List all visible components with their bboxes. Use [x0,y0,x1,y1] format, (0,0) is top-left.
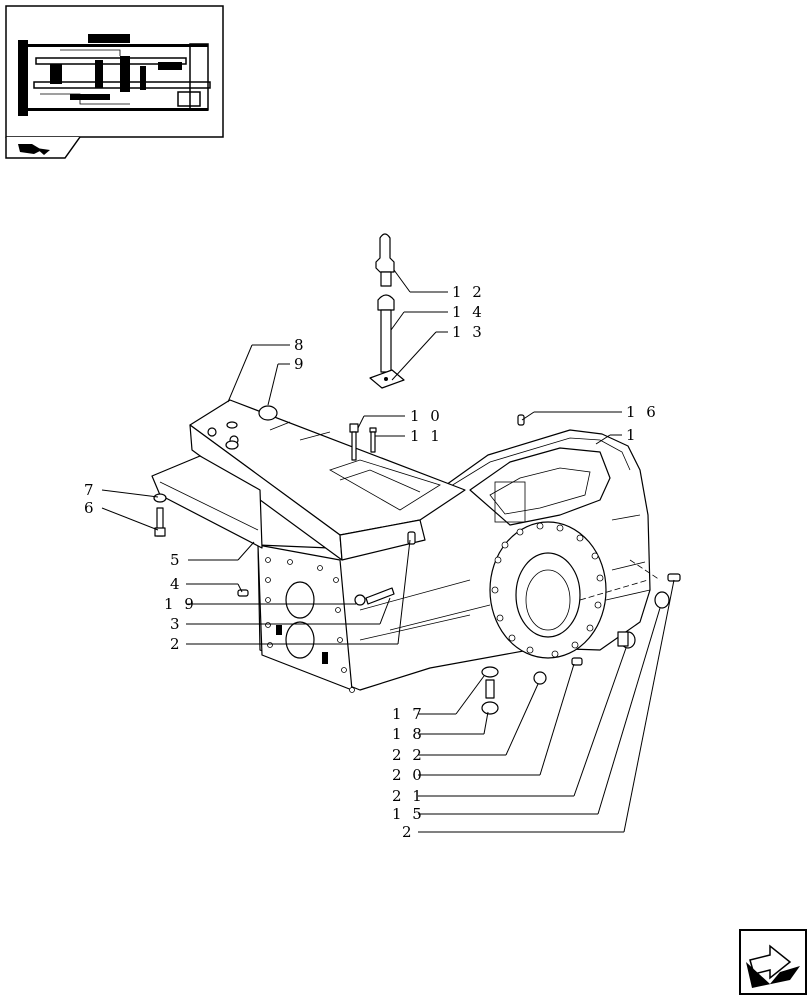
mounting-bolts [349,423,377,461]
side-bolt [354,587,395,606]
callout-19: 1 9 [164,595,197,613]
top-cover-plate [189,399,466,561]
thumbnail-frame[interactable] [5,5,224,159]
callout-18: 1 8 [392,725,425,743]
callout-14: 1 4 [452,303,485,321]
callout-10: 1 0 [410,407,443,425]
callout-9: 9 [294,355,307,373]
callout-3: 3 [170,615,183,633]
callout-4: 4 [170,575,183,593]
cover-plug [258,405,278,421]
bore-plug [617,631,636,649]
seal-ring [533,671,547,685]
callout-5: 5 [170,551,183,569]
dowel-pin-20 [571,657,583,666]
breather-fitting [375,233,395,287]
dowel-pin-2-right [667,573,681,582]
callout-11: 1 1 [410,427,443,445]
callout-8: 8 [294,336,307,354]
dowel-pin-4 [237,589,249,597]
next-page-arrow-icon[interactable] [739,929,807,995]
screw-and-washer [153,493,167,537]
leader-lines [101,269,675,833]
callout-6: 6 [84,499,97,517]
transmission-section-thumbnail [18,34,211,116]
rear-transmission-housing [257,429,651,693]
callout-21: 2 1 [392,787,425,805]
book-arrow-icon[interactable] [18,144,50,155]
callout-1: 1 [626,426,639,444]
callout-12: 1 2 [452,283,485,301]
callout-22: 2 2 [392,746,425,764]
callout-2-bottom: 2 [402,823,415,841]
callout-13: 1 3 [452,323,485,341]
dowel-pin-16 [517,414,525,426]
dipstick-tube [369,294,405,389]
callout-7: 7 [84,481,97,499]
callout-20: 2 0 [392,766,425,784]
callout-17: 1 7 [392,705,425,723]
dowel-pin-2-top [407,531,416,545]
callout-15: 1 5 [392,805,425,823]
drain-plug [481,666,499,715]
callout-2-top: 2 [170,635,183,653]
lower-support-plate [151,455,263,549]
callout-16: 1 6 [626,403,659,421]
end-cap [654,591,670,609]
